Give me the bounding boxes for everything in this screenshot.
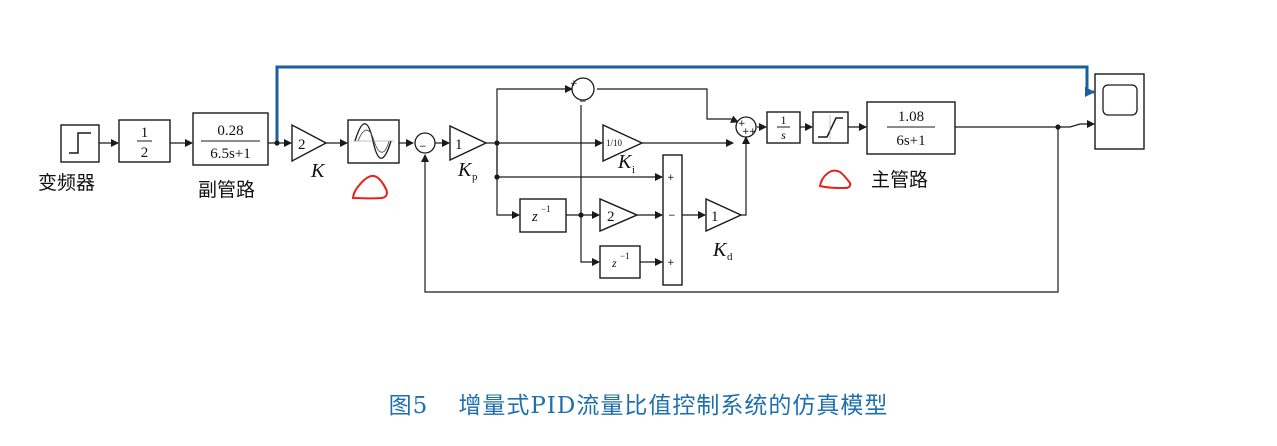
gain-k-block[interactable]: 2 <box>291 123 328 163</box>
svg-text:+: + <box>738 119 746 129</box>
main-pipe-block[interactable]: 1.08 6s+1 <box>866 101 956 155</box>
line-feedback <box>421 127 1059 293</box>
gain-half-num: 1 <box>141 125 149 141</box>
figure-caption: 图5 增量式PID流量比值控制系统的仿真模型 <box>0 386 1277 420</box>
svg-text:−: − <box>579 97 587 107</box>
integrator-den: s <box>781 128 786 142</box>
caption-title: 增量式PID流量比值控制系统的仿真模型 <box>458 393 889 419</box>
line-top-sum-to-right-sum <box>597 88 739 123</box>
integrator-num: 1 <box>781 113 787 127</box>
svg-text:+: + <box>749 127 757 137</box>
step-source-block[interactable] <box>60 124 100 163</box>
delay-block-2[interactable]: z −1 <box>599 245 641 279</box>
sub-pipe-num: 0.28 <box>217 123 243 139</box>
sum-block-right[interactable]: + + + <box>735 116 757 138</box>
delay-block-1[interactable]: z −1 <box>519 198 567 233</box>
scope-block[interactable] <box>1094 73 1145 150</box>
gain-kp-sub: p <box>472 171 478 183</box>
sub-pipe-label: 副管路 <box>198 179 255 201</box>
annotation-mark-right <box>818 169 852 190</box>
gain-k-value: 2 <box>298 137 306 153</box>
line-kp-to-mux <box>496 143 663 181</box>
annotation-mark-left <box>351 174 388 200</box>
caption-figure-number: 图5 <box>388 393 429 419</box>
gain-ki-label: K <box>617 151 633 173</box>
gain-kp-block[interactable]: 1 <box>449 124 488 162</box>
delay-2-exp: −1 <box>620 251 630 261</box>
gain-kd-sub: d <box>727 251 733 263</box>
sum-bar-block[interactable]: + − + <box>662 154 683 286</box>
sub-pipe-den: 6.5s+1 <box>210 146 251 162</box>
sum-block-top[interactable]: + − <box>570 77 595 107</box>
gain-kd-label: K <box>712 239 728 261</box>
line-kd-to-sum <box>741 136 750 216</box>
line-mainpipe-to-scope <box>955 120 1095 128</box>
gain-kd-value: 1 <box>711 209 719 225</box>
gain-half-block[interactable]: 1 2 <box>118 119 171 163</box>
main-pipe-num: 1.08 <box>898 109 924 125</box>
main-pipe-label: 主管路 <box>871 169 928 191</box>
gain-two-block[interactable]: 2 <box>599 197 639 233</box>
saturation-block[interactable] <box>812 111 849 144</box>
svg-text:+: + <box>742 127 750 137</box>
gain-kp-label: K <box>457 159 473 181</box>
gain-kd-block[interactable]: 1 <box>705 197 743 233</box>
gain-ki-sub: i <box>632 164 635 176</box>
svg-text:−: − <box>419 142 427 152</box>
svg-text:+: + <box>667 173 675 183</box>
sub-pipe-block[interactable]: 0.28 6.5s+1 <box>192 112 269 166</box>
source-label: 变频器 <box>38 172 95 194</box>
junction-dots <box>274 124 1061 218</box>
delay-1-exp: −1 <box>541 204 551 214</box>
gain-kp-value: 1 <box>455 137 463 153</box>
simulink-diagram: 变频器 1 2 0.28 6.5s+1 副管路 2 K − 1 K p <box>38 65 1145 293</box>
sum-block-1[interactable]: − <box>414 132 436 154</box>
line-kp-to-delay1 <box>496 143 520 219</box>
gain-half-den: 2 <box>141 145 149 161</box>
main-pipe-den: 6s+1 <box>896 133 925 149</box>
svg-text:+: + <box>570 79 578 89</box>
line-delay1-to-delay2 <box>580 215 600 266</box>
signal-lines <box>99 85 1095 293</box>
noise-block[interactable] <box>347 119 400 164</box>
gain-ki-block[interactable]: 1/10 <box>602 123 644 163</box>
svg-text:−: − <box>668 211 676 221</box>
delay-1-z: z <box>531 209 538 225</box>
line-highlight-to-scope <box>275 65 1095 143</box>
delay-2-z: z <box>611 256 617 270</box>
gain-ki-value: 1/10 <box>606 138 623 148</box>
line-kp-to-top-sum <box>496 85 573 143</box>
gain-two-value: 2 <box>607 209 615 225</box>
gain-k-label: K <box>310 160 326 182</box>
integrator-block[interactable]: 1 s <box>766 111 801 144</box>
svg-text:+: + <box>667 258 675 268</box>
